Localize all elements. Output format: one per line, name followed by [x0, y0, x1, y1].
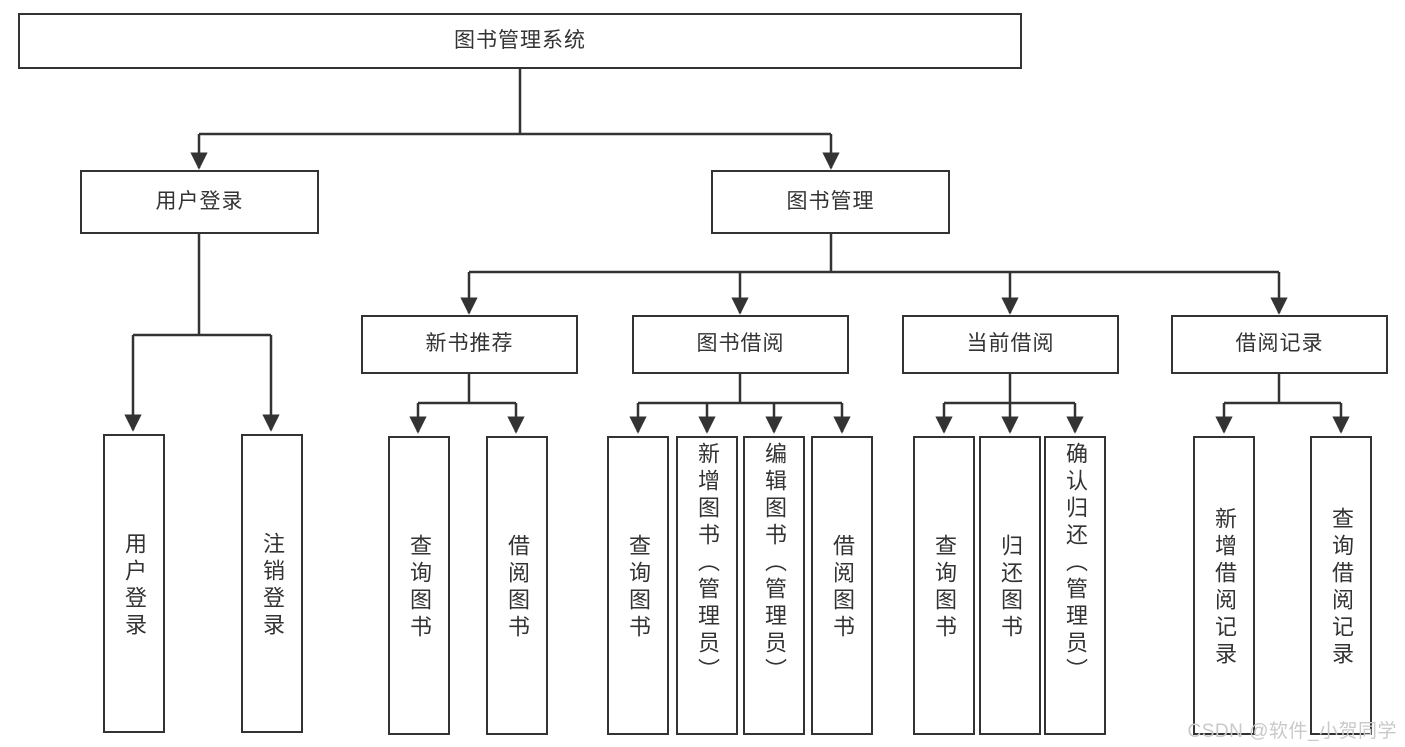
node-leaf-query-book-1[interactable]: 查询图书 [388, 436, 450, 735]
node-user-login[interactable]: 用户登录 [80, 170, 319, 234]
node-user-login-label: 用户登录 [155, 189, 244, 213]
node-book-borrow-label: 图书借阅 [696, 332, 785, 356]
node-leaf-user-login[interactable]: 用户登录 [103, 434, 165, 733]
node-leaf-add-record[interactable]: 新增借阅记录 [1193, 436, 1255, 735]
node-new-book-recommend[interactable]: 新书推荐 [361, 315, 578, 374]
node-leaf-user-logout-label: 注销登录 [260, 531, 285, 640]
node-leaf-return-book[interactable]: 归还图书 [979, 436, 1041, 735]
node-leaf-borrow-book-2[interactable]: 借阅图书 [811, 436, 873, 735]
node-leaf-query-record-label: 查询借阅记录 [1329, 506, 1354, 669]
node-leaf-confirm-return[interactable]: 确认归还（管理员） [1044, 436, 1106, 735]
node-book-manage[interactable]: 图书管理 [711, 170, 950, 234]
node-book-manage-label: 图书管理 [786, 189, 875, 213]
node-leaf-user-logout[interactable]: 注销登录 [241, 434, 303, 733]
node-root-label: 图书管理系统 [454, 28, 586, 52]
node-leaf-query-book-3[interactable]: 查询图书 [913, 436, 975, 735]
node-leaf-query-book-1-label: 查询图书 [407, 533, 432, 642]
node-leaf-add-book-label: 新增图书（管理员） [695, 442, 720, 685]
node-leaf-query-record[interactable]: 查询借阅记录 [1310, 436, 1372, 735]
node-leaf-return-book-label: 归还图书 [998, 533, 1023, 642]
node-leaf-query-book-3-label: 查询图书 [932, 533, 957, 642]
node-book-borrow[interactable]: 图书借阅 [632, 315, 849, 374]
node-leaf-edit-book[interactable]: 编辑图书（管理员） [743, 436, 805, 735]
node-leaf-query-book-2[interactable]: 查询图书 [607, 436, 669, 735]
node-leaf-add-record-label: 新增借阅记录 [1212, 506, 1237, 669]
node-leaf-confirm-return-label: 确认归还（管理员） [1063, 442, 1088, 685]
watermark: CSDN @软件_小贺同学 [1187, 721, 1397, 742]
node-new-book-recommend-label: 新书推荐 [425, 332, 514, 356]
node-current-borrow-label: 当前借阅 [966, 332, 1055, 356]
node-leaf-query-book-2-label: 查询图书 [626, 533, 651, 642]
node-leaf-add-book[interactable]: 新增图书（管理员） [676, 436, 738, 735]
node-current-borrow[interactable]: 当前借阅 [902, 315, 1119, 374]
node-leaf-borrow-book-1-label: 借阅图书 [505, 533, 530, 642]
node-leaf-edit-book-label: 编辑图书（管理员） [762, 442, 787, 685]
node-root[interactable]: 图书管理系统 [18, 13, 1022, 69]
node-leaf-user-login-label: 用户登录 [122, 531, 147, 640]
node-borrow-record[interactable]: 借阅记录 [1171, 315, 1388, 374]
node-borrow-record-label: 借阅记录 [1235, 332, 1324, 356]
node-leaf-borrow-book-1[interactable]: 借阅图书 [486, 436, 548, 735]
node-leaf-borrow-book-2-label: 借阅图书 [830, 533, 855, 642]
